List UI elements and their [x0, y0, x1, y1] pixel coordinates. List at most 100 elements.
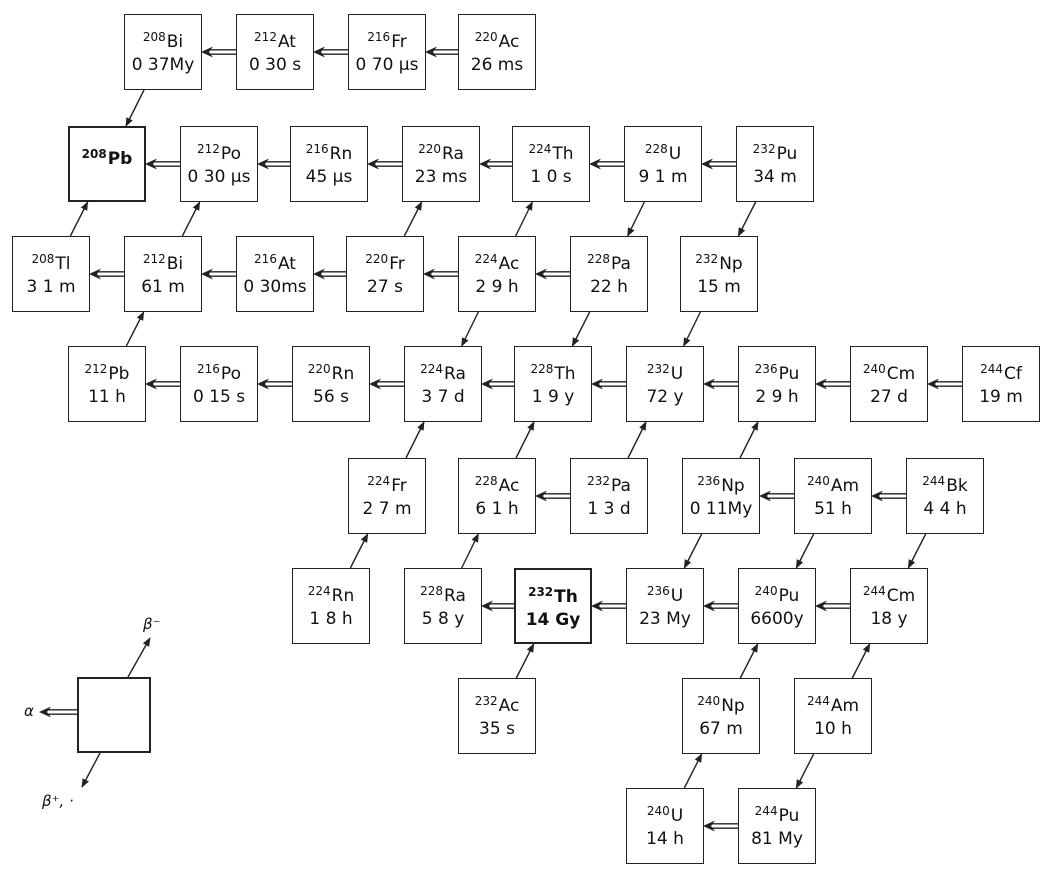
element-symbol: Bi: [166, 32, 184, 52]
element-symbol: Ra: [444, 364, 466, 384]
nuclide-label: 212Pb: [69, 359, 145, 384]
mass-number: 240: [862, 362, 886, 376]
decay-arrow-alpha: [145, 378, 180, 390]
mass-number: 212: [84, 362, 108, 376]
decay-arrow-alpha: [591, 600, 626, 612]
decay-arrow-beta-minus: [739, 643, 759, 679]
element-symbol: Fr: [389, 254, 405, 274]
half-life: 0 37My: [131, 55, 195, 75]
nuclide-label: 244Bk: [907, 471, 983, 496]
element-symbol: Am: [830, 696, 860, 716]
half-life: 0 15 s: [192, 387, 246, 407]
element-symbol: Ra: [442, 144, 464, 164]
decay-arrow-beta-plus: [683, 311, 701, 347]
nuclide-label: 224Fr: [349, 471, 425, 496]
nuclide-label: 240Np: [683, 691, 759, 716]
element-symbol: Cm: [886, 364, 916, 384]
decay-arrow-alpha: [703, 378, 738, 390]
half-life: 0 30ms: [243, 277, 307, 297]
element-symbol: U: [670, 586, 684, 606]
nuclide-label: 236Np: [683, 471, 759, 496]
half-life: 2 9 h: [755, 387, 799, 407]
element-symbol: Th: [554, 587, 578, 607]
element-symbol: Ac: [498, 696, 520, 716]
decay-arrow-alpha: [703, 600, 738, 612]
half-life: 1 3 d: [587, 499, 631, 519]
element-symbol: Rn: [331, 586, 355, 606]
decay-arrow-alpha: [701, 158, 736, 170]
legend-alpha-arrow: [39, 706, 78, 718]
mass-number: 236: [646, 584, 670, 598]
mass-number: 228: [587, 252, 610, 266]
mass-number: 236: [697, 474, 721, 488]
nuclide-label: 232Pu: [737, 139, 813, 164]
mass-number: 208: [81, 147, 107, 161]
element-symbol: Pu: [778, 806, 800, 826]
decay-arrow-alpha: [201, 46, 236, 58]
mass-number: 232: [528, 585, 554, 599]
mass-number: 240: [806, 474, 830, 488]
half-life: 23 My: [639, 609, 691, 629]
mass-number: 228: [644, 142, 668, 156]
nuclide-box-pb212: 212Pb 11 h: [68, 346, 146, 422]
decay-arrow-beta-minus: [403, 201, 423, 237]
nuclide-label: 240U: [627, 801, 703, 826]
half-life: 11 h: [88, 387, 126, 407]
decay-arrow-alpha: [479, 158, 512, 170]
decay-arrow-alpha: [703, 820, 738, 832]
nuclide-label: 212At: [237, 27, 313, 52]
element-symbol: Fr: [391, 476, 407, 496]
decay-arrow-alpha: [535, 268, 570, 280]
nuclide-label: 228Th: [515, 359, 591, 384]
decay-arrow-alpha: [589, 158, 624, 170]
half-life: 6 1 h: [475, 499, 519, 519]
nuclide-label: 220Rn: [293, 359, 369, 384]
nuclide-label: 228Pa: [571, 249, 647, 274]
nuclide-label: 224Ac: [459, 249, 535, 274]
half-life: 51 h: [814, 499, 852, 519]
legend-beta-minus-label: β⁻: [143, 615, 161, 633]
nuclide-box-u240: 240U 14 h: [626, 788, 704, 864]
element-symbol: Ac: [498, 32, 520, 52]
half-life: 27 d: [870, 387, 908, 407]
decay-arrow-alpha: [535, 490, 570, 502]
mass-number: 232: [752, 142, 776, 156]
half-life: 1 0 s: [530, 167, 572, 187]
element-symbol: Np: [721, 696, 745, 716]
element-symbol: Pu: [778, 586, 800, 606]
decay-arrow-beta-minus: [69, 201, 89, 237]
decay-arrow-alpha: [591, 378, 626, 390]
nuclide-label: 224Th: [513, 139, 589, 164]
half-life: 5 8 y: [421, 609, 465, 629]
half-life: 14 Gy: [525, 610, 581, 630]
half-life: 18 y: [870, 609, 908, 629]
mass-number: 216: [367, 30, 391, 44]
half-life: 2 7 m: [362, 499, 412, 519]
half-life: 34 m: [753, 167, 797, 187]
element-symbol: Cm: [886, 586, 916, 606]
nuclide-label: 220Ac: [459, 27, 535, 52]
decay-arrow-beta-minus: [515, 421, 535, 459]
decay-arrow-alpha: [257, 378, 292, 390]
nuclide-label: 224Ra: [405, 359, 481, 384]
nuclide-label: 228Ac: [459, 471, 535, 496]
nuclide-label: 232Th: [516, 582, 590, 607]
element-symbol: At: [277, 254, 296, 274]
half-life: 0 30 s: [248, 55, 302, 75]
half-life: 14 h: [646, 829, 684, 849]
nuclide-label: 228U: [625, 139, 701, 164]
element-symbol: Np: [719, 254, 743, 274]
decay-arrow-beta-minus: [405, 421, 425, 459]
